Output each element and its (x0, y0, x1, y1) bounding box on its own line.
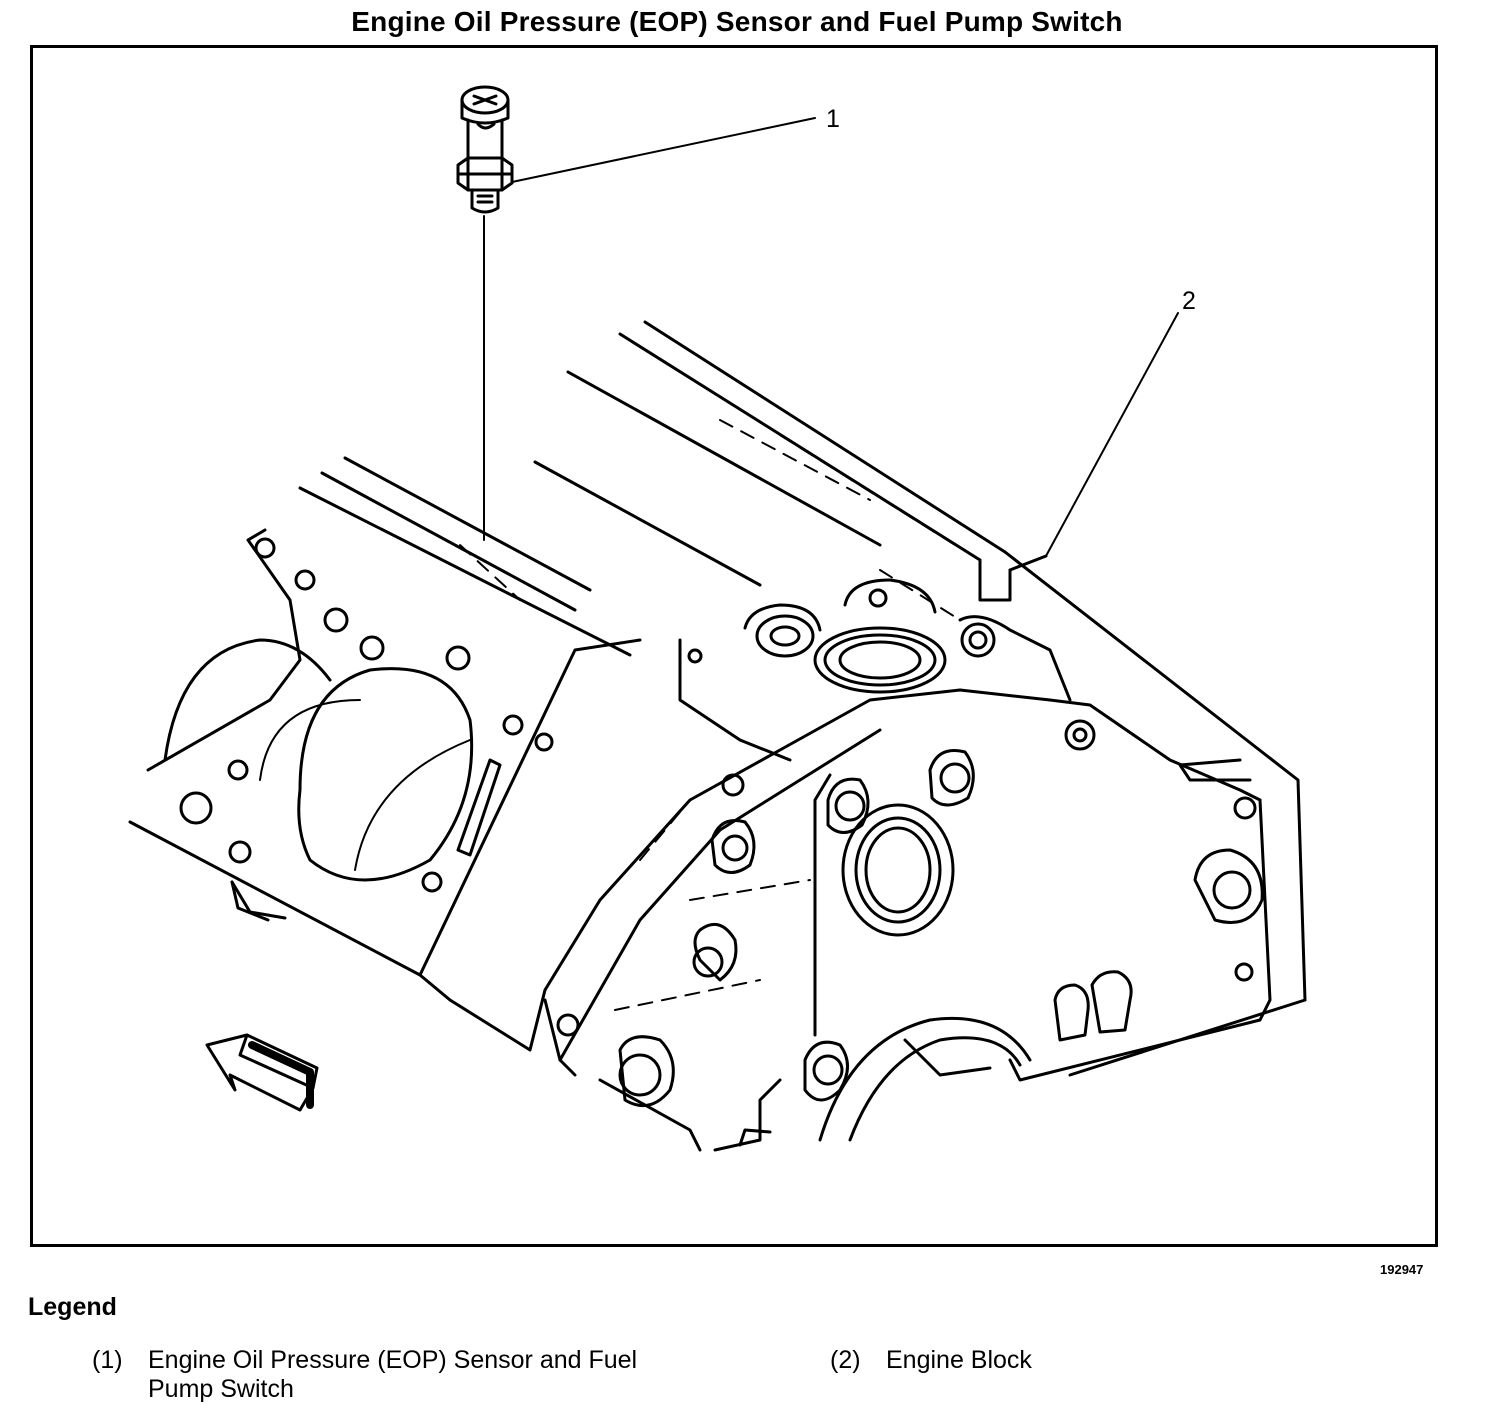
diagram-title: Engine Oil Pressure (EOP) Sensor and Fue… (351, 6, 1123, 37)
legend-item-1-line2: Pump Switch (148, 1375, 294, 1403)
engine-block-drawing (128, 320, 1307, 1152)
legend-item-1-line1: Engine Oil Pressure (EOP) Sensor and Fue… (148, 1346, 638, 1374)
legend-item-2-number: (2) (830, 1346, 861, 1374)
legend-item-1-number: (1) (92, 1346, 123, 1374)
front-direction-arrow (205, 1033, 319, 1112)
callout-1-leader (511, 117, 816, 183)
callout-2-leader (1045, 312, 1179, 557)
legend-item-2: (2) Engine Block (830, 1346, 1230, 1376)
legend-item-1: (1) Engine Oil Pressure (EOP) Sensor and… (92, 1346, 752, 1406)
callout-2-number: 2 (1182, 287, 1196, 315)
illustration-frame (30, 45, 1438, 1247)
eop-sensor-drawing (456, 85, 514, 214)
figure-number: 192947 (1380, 1262, 1424, 1277)
legend-item-2-text: Engine Block (886, 1346, 1032, 1374)
legend-item-1-text: Engine Oil Pressure (EOP) Sensor and Fue… (148, 1346, 637, 1404)
legend-heading: Legend (28, 1293, 117, 1321)
callout-1-number: 1 (826, 105, 840, 133)
